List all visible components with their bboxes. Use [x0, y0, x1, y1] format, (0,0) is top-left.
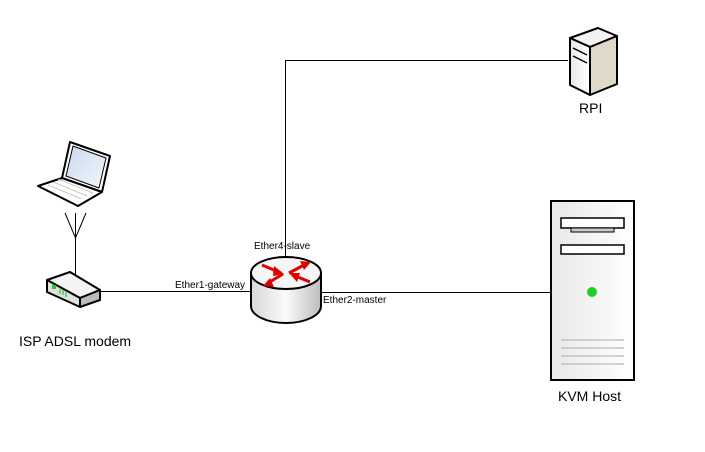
laptop-icon [37, 141, 111, 207]
power-led-icon [587, 287, 597, 297]
router-icon [250, 256, 322, 324]
kvm-host-label: KVM Host [558, 388, 622, 404]
port-label-ether4: Ether4-slave [254, 241, 311, 252]
modem-label: ISP ADSL modem [19, 333, 132, 349]
port-label-ether1: Ether1-gateway [175, 280, 246, 291]
router-arrows-icon [261, 261, 311, 287]
antenna-icon [64, 212, 87, 245]
modem-icon [46, 271, 101, 308]
rpi-label: RPI [579, 100, 603, 116]
rpi-server-icon [569, 27, 618, 96]
link-router-rpi [285, 60, 568, 268]
links [75, 60, 568, 293]
kvm-host-icon [550, 200, 635, 381]
port-label-ether2: Ether2-master [323, 295, 387, 306]
